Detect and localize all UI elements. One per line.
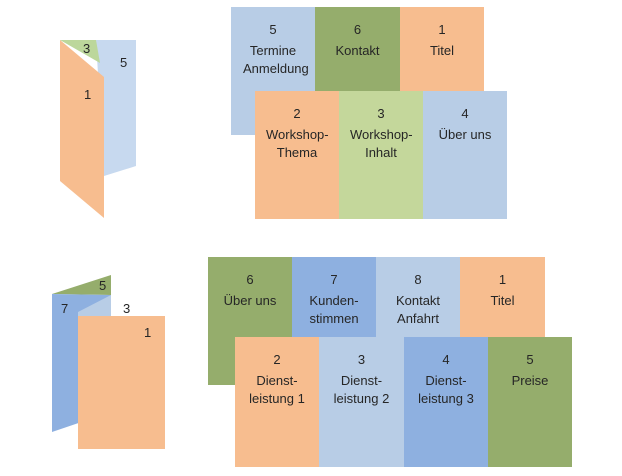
fold-label-3: 3: [123, 301, 131, 316]
panel-number: 7: [330, 272, 338, 287]
panel-number: 5: [269, 22, 277, 37]
top-panel-2: 2 Workshop-Thema: [255, 91, 339, 219]
panel-label: Kunden-stimmen: [309, 293, 359, 326]
bottom-panel-5: 5 Preise: [488, 337, 572, 467]
fold-label-1: 1: [84, 87, 92, 102]
panel-label: Preise: [511, 373, 549, 388]
bottom-panel-3: 3 Dienst-leistung 2: [319, 337, 404, 467]
top-panel-6: 6 Kontakt: [315, 7, 400, 91]
panel-label: Workshop-Thema: [266, 127, 329, 160]
panel-number: 4: [461, 106, 469, 121]
panel-label: Termine Anmeldung: [243, 43, 309, 76]
panel-label: Titel: [490, 293, 515, 308]
panel-label: Dienst-leistung 2: [333, 373, 390, 406]
panel-label: Titel: [429, 43, 455, 58]
top-panel-4: 4 Über uns: [423, 91, 507, 219]
fold-panel-3: [60, 40, 100, 63]
panel-label: Über uns: [438, 127, 492, 142]
fold-panel-5: [52, 275, 111, 295]
panel-number: 6: [246, 272, 254, 287]
bottom-panel-2: 2 Dienst-leistung 1: [235, 337, 319, 467]
fold-panel-1: [78, 316, 165, 449]
fold-label-5: 5: [120, 55, 128, 70]
bottom-panel-4: 4 Dienst-leistung 3: [404, 337, 488, 467]
fold-panel-1: [60, 40, 104, 218]
top-panel-3: 3 Workshop-Inhalt: [339, 91, 423, 219]
panel-label: Dienst-leistung 1: [249, 373, 305, 406]
panel-label: Kontakt: [335, 43, 380, 58]
panel-number: 1: [438, 22, 446, 37]
top-panel-1: 1 Titel: [400, 7, 484, 91]
panel-number: 8: [414, 272, 422, 287]
panel-label: Dienst-leistung 3: [418, 373, 474, 406]
bottom-panel-8: 8 Kontakt Anfahrt: [376, 257, 460, 337]
panel-label: Kontakt Anfahrt: [395, 293, 441, 326]
panel-number: 2: [273, 352, 281, 367]
fold-label-5: 5: [99, 278, 107, 293]
panel-number: 3: [357, 352, 366, 367]
panel-number: 4: [442, 352, 450, 367]
bottom-panel-7: 7 Kunden-stimmen: [292, 257, 376, 337]
fold-label-3: 3: [83, 41, 91, 56]
panel-number: 3: [377, 106, 385, 121]
fold-label-7: 7: [61, 301, 69, 316]
panel-number: 6: [353, 22, 362, 37]
panel-number: 2: [293, 106, 301, 121]
panel-number: 1: [498, 272, 507, 287]
bottom-panel-1: 1 Titel: [460, 257, 545, 337]
fold-panel-5: [96, 40, 136, 176]
fold-label-1: 1: [144, 325, 152, 340]
panel-label: Über uns: [223, 293, 277, 308]
panel-label: Workshop-Inhalt: [350, 127, 413, 160]
panel-number: 5: [526, 352, 534, 367]
